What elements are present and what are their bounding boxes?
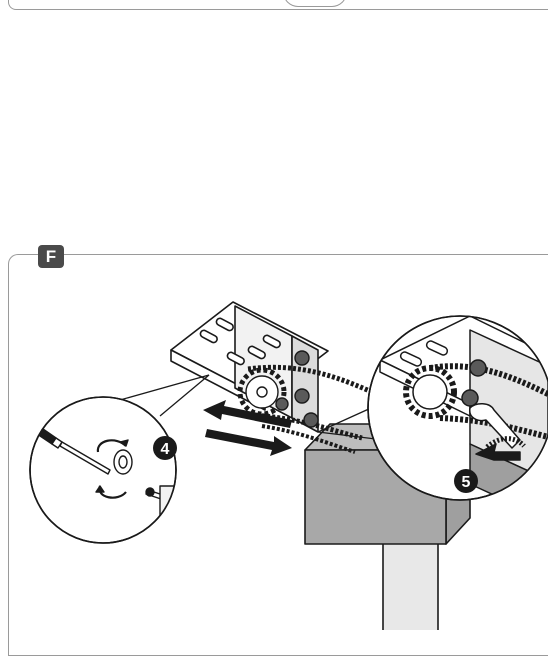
support-post: [382, 539, 439, 630]
sprocket-gear: [237, 367, 287, 417]
detail-circle-left: [29, 396, 177, 544]
section-badge: F: [38, 245, 64, 268]
detail-circle-right: [367, 315, 548, 501]
assembly-illustration: 4 5: [29, 301, 548, 630]
bracket-nuts: [275, 350, 319, 428]
svg-text:5: 5: [462, 474, 471, 491]
previous-section-frame: [8, 0, 548, 10]
svg-text:4: 4: [161, 441, 170, 458]
step-marker-4: 4: [153, 436, 177, 460]
step-marker-5: 5: [454, 469, 478, 493]
adjust-direction-arrow: [203, 400, 292, 456]
